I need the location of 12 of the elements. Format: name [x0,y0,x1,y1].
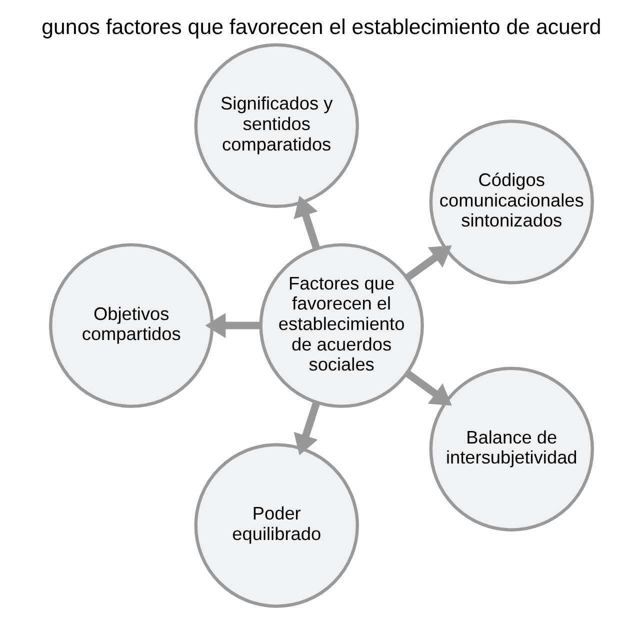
node-circle: Factores que favorecen el establecimiento de acuerdos sociales [259,243,424,408]
node-circle: Poder equilibrado [194,443,359,608]
arrow [294,196,320,250]
arrow [205,312,261,338]
arrow [405,245,452,281]
arrow [405,370,452,406]
arrow [294,401,320,456]
node-circle: Balance de intersubjetividad [429,366,594,532]
node-circle: Objetivos compartidos [49,243,214,408]
diagram-title: gunos factores que favorecen el establecimiento de acuerd [42,15,602,40]
node-circle: Significados y sentidos comparatidos [194,43,359,208]
node-circle: Códigos comunicacionales sintonizados [429,120,594,284]
